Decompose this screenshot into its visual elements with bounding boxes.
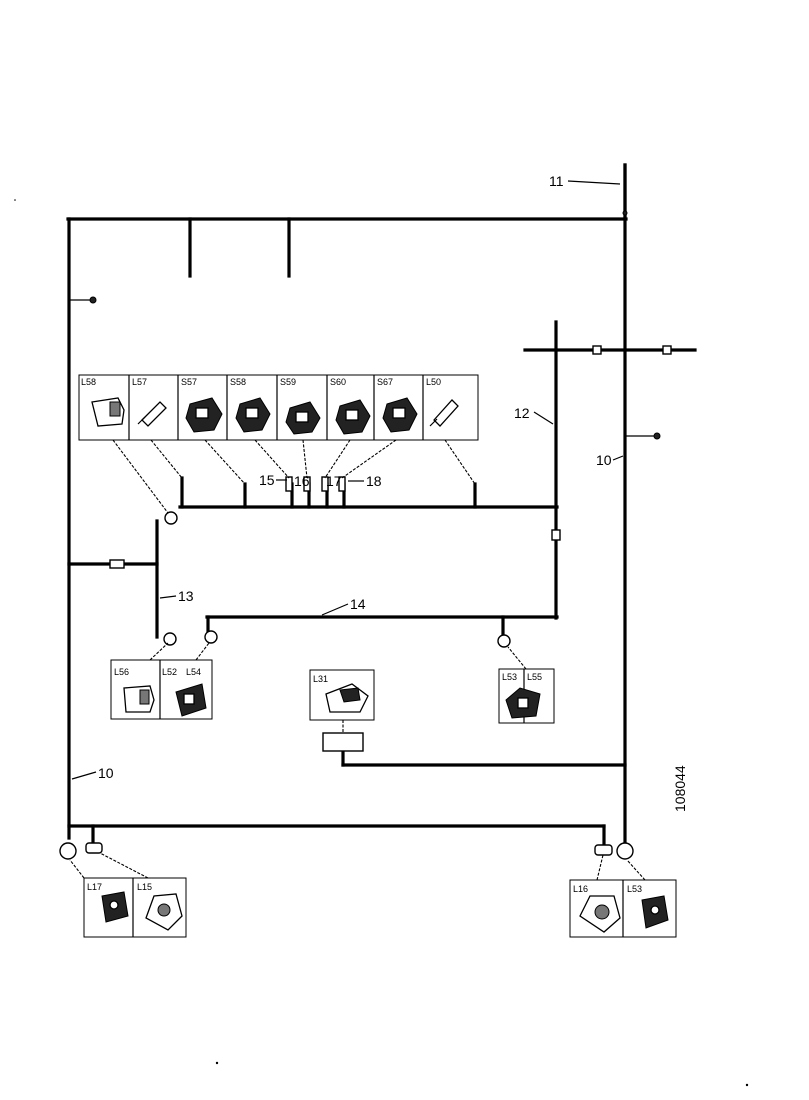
wire-label-14: 14 [350, 596, 366, 612]
right-middle-component-box: L53 L55 [498, 646, 555, 724]
switch-icon [235, 397, 271, 433]
wire-label-13: 13 [178, 588, 194, 604]
component-label-l16: L16 [573, 884, 588, 894]
wire-label-18: 18 [366, 473, 382, 489]
component-label-s58: S58 [230, 377, 246, 387]
component-label-l54: L54 [186, 667, 201, 677]
headlamp-icon [579, 895, 621, 933]
component-label-l50: L50 [426, 377, 441, 387]
component-label-l57: L57 [132, 377, 147, 387]
component-label-l58: L58 [81, 377, 96, 387]
component-label-s67: S67 [377, 377, 393, 387]
bottom-right-component-box: L16 L53 [569, 854, 677, 938]
scan-specks [14, 199, 749, 1087]
lamp-unit-icon [505, 687, 541, 719]
lamp-unit-icon [325, 683, 369, 713]
wire-label-15: 15 [259, 472, 275, 488]
bottom-left-component-box: L17 L15 [69, 852, 187, 938]
switch-icon [335, 399, 371, 435]
bulb-icon [429, 399, 459, 427]
wire-label-16: 16 [294, 473, 310, 489]
component-label-s57: S57 [181, 377, 197, 387]
lamp-unit-icon [123, 685, 155, 713]
component-label-l31: L31 [313, 674, 328, 684]
component-label-l15: L15 [137, 882, 152, 892]
diagram-reference-number: 108044 [672, 765, 688, 812]
wire-label-10-left: 10 [98, 765, 114, 781]
component-label-l53-bottom: L53 [627, 884, 642, 894]
switch-icon [185, 397, 223, 433]
switch-icon [285, 401, 321, 435]
lamp-unit-icon [91, 397, 125, 427]
component-label-l56: L56 [114, 667, 129, 677]
wire-label-11: 11 [549, 173, 564, 189]
wire-label-12: 12 [514, 405, 530, 421]
component-label-s59: S59 [280, 377, 296, 387]
switch-icon [382, 397, 418, 433]
wire-label-17: 17 [326, 473, 342, 489]
lamp-unit-icon [641, 895, 669, 929]
bulb-icon [137, 401, 167, 427]
left-component-box: L56 L52 L54 [110, 642, 213, 720]
wire-network [66, 163, 697, 847]
component-label-l52: L52 [162, 667, 177, 677]
wire-labels: 11 12 10 15 16 17 18 13 14 10 [71, 173, 624, 781]
lamp-unit-icon [101, 891, 129, 923]
component-label-l55: L55 [527, 672, 542, 682]
headlamp-icon [145, 893, 183, 931]
inline-connectors [89, 210, 672, 569]
top-component-strip: L58 L57 S57 S58 S59 S60 S67 L50 [78, 374, 479, 514]
middle-component-box: L31 [309, 669, 375, 733]
component-label-l17: L17 [87, 882, 102, 892]
lamp-unit-icon [175, 683, 207, 717]
connector-circles [59, 511, 634, 860]
wire-label-10-right: 10 [596, 452, 612, 468]
component-label-s60: S60 [330, 377, 346, 387]
component-label-l53: L53 [502, 672, 517, 682]
